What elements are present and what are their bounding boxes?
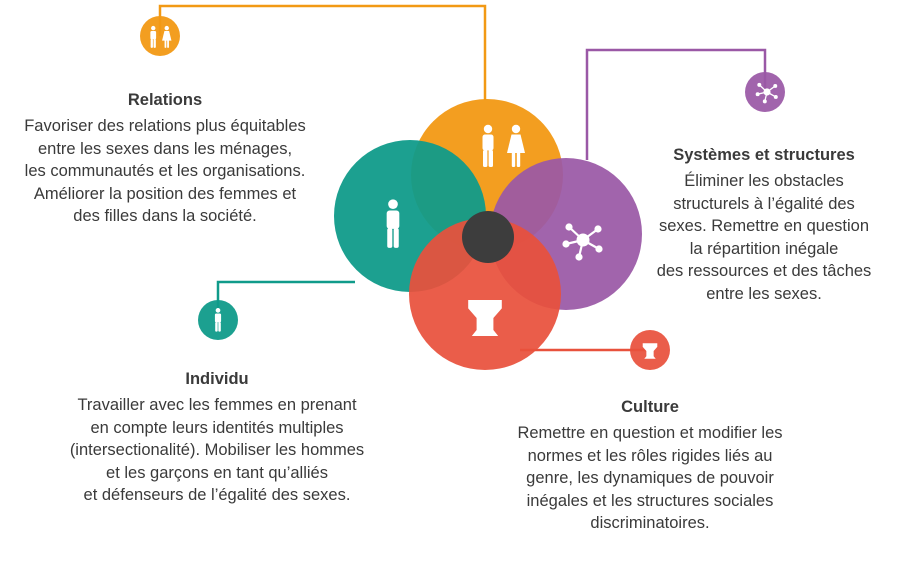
badge-relations [140, 16, 180, 56]
systemes-line: entre les sexes. [706, 284, 822, 303]
connector-individu [216, 280, 355, 320]
culture-line: discriminatoires. [590, 514, 710, 532]
culture-line: normes et les rôles rigides liés au [527, 446, 773, 465]
relations-line: Améliorer la position des femmes et [33, 184, 297, 203]
relations-line: les communautés et les organisations. [24, 162, 306, 180]
relations-title: Relations [127, 91, 203, 109]
culture-line: inégales et les structures sociales [526, 491, 774, 510]
network-icon [562, 223, 603, 261]
systemes-block: Systèmes et structures Éliminer les obst… [648, 144, 880, 305]
connector-relations [158, 4, 487, 100]
culture-block: Culture Remettre en question et modifier… [486, 396, 814, 535]
center-circle [462, 211, 514, 263]
individu-line: et les garçons en tant qu’alliés [106, 463, 328, 482]
systemes-title: Systèmes et structures [673, 146, 855, 164]
culture-title: Culture [621, 398, 679, 416]
relations-block: Relations Favoriser des relations plus é… [4, 89, 326, 228]
systemes-line: la répartition inégale [689, 239, 839, 258]
systemes-line: sexes. Remettre en question [658, 217, 870, 235]
culture-line: Remettre en question et modifier les [517, 424, 783, 442]
relations-line: Favoriser des relations plus équitables [24, 117, 306, 135]
badge-network-icon [755, 82, 778, 104]
individu-line: (intersectionalité). Mobiliser les homme… [69, 441, 365, 459]
individu-line: en compte leurs identités multiples [90, 418, 344, 437]
systemes-line: Éliminer les obstacles [684, 172, 844, 190]
connector-systemes [585, 48, 767, 160]
individu-title: Individu [185, 370, 249, 388]
relations-line: entre les sexes dans les ménages, [37, 139, 293, 158]
individu-block: Individu Travailler avec les femmes en p… [28, 368, 406, 507]
relations-line: des filles dans la société. [73, 207, 257, 225]
individu-line: Travailler avec les femmes en prenant [77, 396, 357, 414]
circle-culture [409, 218, 561, 370]
culture-line: genre, les dynamiques de pouvoir [526, 469, 774, 487]
systemes-line: structurels à l’égalité des [673, 194, 855, 213]
systemes-line: des ressources et des tâches [656, 262, 872, 280]
individu-line: et défenseurs de l’égalité des sexes. [83, 486, 351, 504]
